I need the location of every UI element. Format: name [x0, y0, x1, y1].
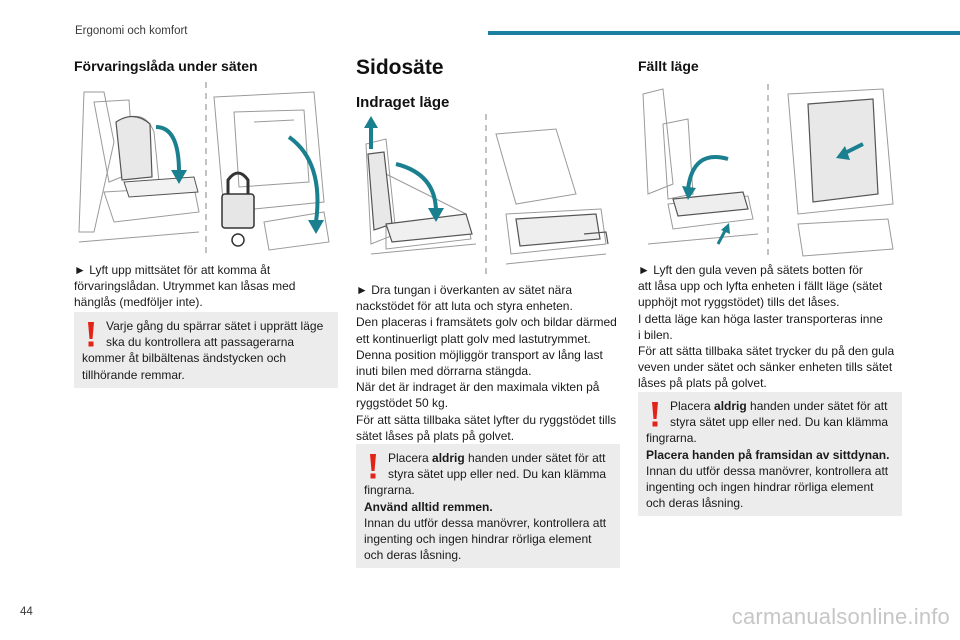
subheading-retracted: Indraget läge	[356, 94, 450, 111]
body-line: För att sätta tillbaka sätet lyfter du r…	[356, 412, 617, 427]
body-line: ryggstödet 50 kg.	[356, 396, 449, 411]
warning-emphasis-line: Placera handen på framsidan av sittdynan…	[646, 447, 890, 462]
body-line: ► Dra tungan i överkanten av sätet nära	[356, 283, 572, 297]
warning-text: handen under sätet för att	[746, 399, 888, 413]
warning-line: Varje gång du spärrar sätet i upprätt lä…	[106, 319, 324, 333]
warning-emphasis-line: Använd alltid remmen.	[364, 499, 493, 514]
storage-box-instruction: ► Lyft upp mittsätet för att komma åt fö…	[74, 262, 338, 311]
warning-line: Innan du utför dessa manövrer, kontrolle…	[364, 515, 607, 530]
warning-text: Placera	[670, 399, 715, 413]
folded-seat-illustration	[642, 84, 894, 260]
heading-storage-box: Förvaringslåda under säten	[74, 58, 258, 74]
warning-emphasis: aldrig	[432, 451, 465, 465]
body-line: inuti bilen med dörrarna stängda.	[356, 364, 532, 379]
body-line: I detta läge kan höga laster transporter…	[638, 311, 883, 326]
warning-exclamation-icon	[88, 322, 94, 347]
body-line: När det är indraget är den maximala vikt…	[356, 380, 600, 395]
body-line: att låsa upp och lyfta enheten i fällt l…	[638, 279, 883, 294]
warning-line: ingenting och ingen hindrar rörliga elem…	[364, 532, 592, 547]
heading-folded-position: Fällt läge	[638, 58, 699, 74]
watermark-link[interactable]: carmanualsonline.info	[731, 604, 950, 629]
warning-exclamation-icon	[652, 402, 658, 427]
header-section-title: Ergonomi och komfort	[75, 25, 188, 37]
storage-box-illustration	[78, 82, 330, 254]
retracted-body-text: ► Dra tungan i överkanten av sätet nära …	[356, 282, 620, 444]
body-line: sätet låses på plats på golvet.	[356, 428, 515, 443]
warning-line: fingrarna.	[364, 483, 415, 498]
instruction-line: hänglås (medföljer inte).	[74, 295, 203, 310]
retracted-seat-illustration	[364, 114, 609, 274]
warning-exclamation-icon	[370, 454, 376, 479]
warning-line: styra sätet upp eller ned. Du kan klämma	[388, 467, 607, 482]
body-line: veven under sätet och sänker enheten til…	[638, 360, 893, 375]
body-line: Denna position möjliggör transport av lå…	[356, 347, 603, 362]
body-line: ► Lyft den gula veven på sätets botten f…	[638, 263, 863, 277]
instruction-line: förvaringslådan. Utrymmet kan låsas med	[74, 279, 296, 294]
page-number: 44	[20, 606, 33, 618]
body-line: upphöjt mot ryggstödet) tills det låses.	[638, 295, 840, 310]
warning-emphasis: aldrig	[714, 399, 747, 413]
body-line: Den placeras i framsätets golv och bilda…	[356, 315, 617, 330]
warning-line: ska du kontrollera att passagerarna	[106, 335, 295, 350]
warning-line: styra sätet upp eller ned. Du kan klämma	[670, 415, 889, 430]
body-line: För att sätta tillbaka sätet trycker du …	[638, 344, 895, 359]
header-accent-bar	[488, 31, 960, 35]
instruction-line: ► Lyft upp mittsätet för att komma åt	[74, 263, 271, 277]
warning-line: Innan du utför dessa manövrer, kontrolle…	[646, 463, 889, 478]
body-line: ett kontinuerligt platt golv med lastutr…	[356, 331, 591, 346]
heading-side-seat: Sidosäte	[356, 56, 444, 79]
folded-body-text: ► Lyft den gula veven på sätets botten f…	[638, 262, 902, 392]
warning-text: handen under sätet för att	[464, 451, 606, 465]
warning-line: fingrarna.	[646, 431, 697, 446]
body-line: i bilen.	[638, 327, 673, 342]
warning-line: ingenting och ingen hindrar rörliga elem…	[646, 480, 874, 495]
warning-box-retracted: Placera aldrig handen under sätet för at…	[356, 444, 620, 568]
body-line: nackstödet för att luta och styra enhete…	[356, 299, 573, 314]
warning-line: tillhörande remmar.	[82, 367, 185, 382]
warning-line: och deras låsning.	[364, 548, 462, 563]
warning-line: och deras låsning.	[646, 496, 744, 511]
body-line: låses på plats på golvet.	[638, 376, 767, 391]
warning-line: kommer åt bilbältenas ändstycken och	[82, 351, 287, 366]
warning-box-folded: Placera aldrig handen under sätet för at…	[638, 392, 902, 516]
warning-box-storage: Varje gång du spärrar sätet i upprätt lä…	[74, 312, 338, 388]
warning-text: Placera	[388, 451, 433, 465]
